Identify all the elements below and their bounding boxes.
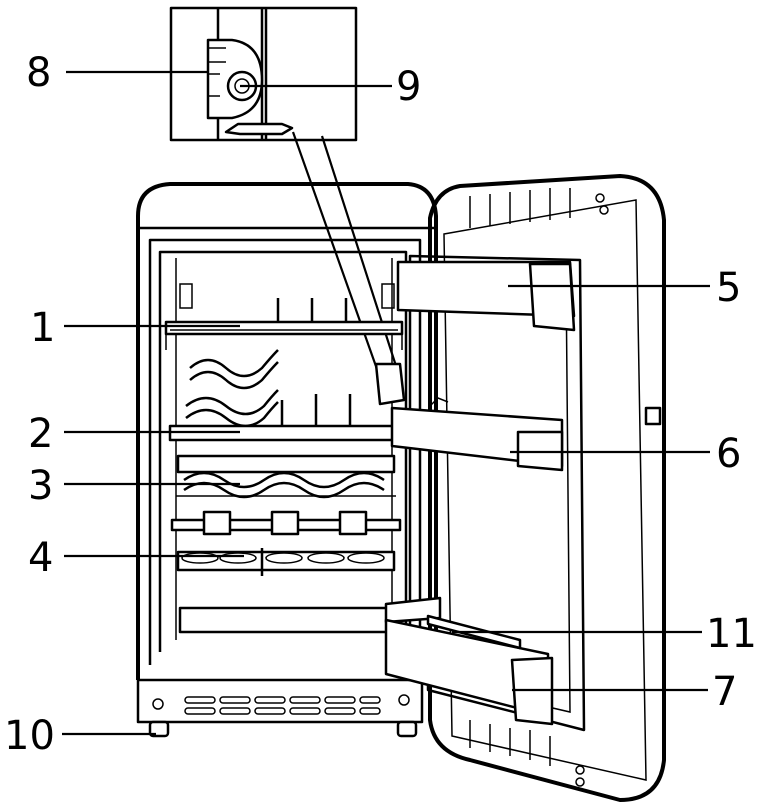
door-shelf-6	[390, 397, 564, 472]
callout-label-11: 11	[706, 611, 757, 657]
bottle-rack-3	[176, 454, 396, 499]
cabinet	[136, 182, 438, 738]
callout-label-3: 3	[28, 463, 53, 509]
callout-label-10: 10	[4, 713, 55, 759]
callout-label-2: 2	[28, 411, 53, 457]
bottle-rack-4	[170, 510, 402, 576]
adjustable-foot	[148, 720, 170, 738]
detail-inset	[169, 6, 358, 142]
callout-labels: 8 9 1 2 3 4 10 5 6 11 7	[4, 50, 757, 759]
bottom-tray	[178, 606, 392, 634]
callout-leaders	[62, 70, 710, 736]
callout-label-1: 1	[30, 305, 55, 351]
door-shelf-5	[396, 260, 576, 332]
callout-label-4: 4	[28, 535, 53, 581]
callout-label-5: 5	[716, 265, 741, 311]
door-shelf-7	[384, 596, 554, 726]
door-latch	[374, 362, 406, 406]
callout-label-6: 6	[716, 431, 741, 477]
callout-label-8: 8	[26, 50, 51, 96]
callout-label-9: 9	[396, 64, 421, 110]
callout-label-7: 7	[712, 669, 737, 715]
